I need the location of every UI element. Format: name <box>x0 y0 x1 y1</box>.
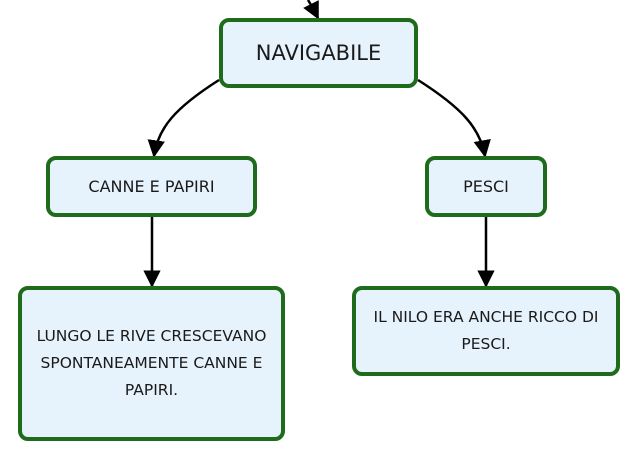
edge-navigabile-to-canne <box>147 78 220 158</box>
node-nilo-ricco-di-pesci-label: IL NILO ERA ANCHE RICCO DI PESCI. <box>373 308 599 353</box>
node-pesci[interactable]: PESCI <box>425 156 547 217</box>
node-lungo-le-rive-label: LUNGO LE RIVE CRESCEVANO SPONTANEAMENTE … <box>36 327 267 399</box>
node-navigabile-label: NAVIGABILE <box>255 41 382 65</box>
edge-navigabile-to-pesci <box>417 78 491 158</box>
node-nilo-ricco-di-pesci[interactable]: IL NILO ERA ANCHE RICCO DI PESCI. <box>352 286 620 376</box>
edge-above-to-navigabile <box>303 0 320 20</box>
node-lungo-le-rive[interactable]: LUNGO LE RIVE CRESCEVANO SPONTANEAMENTE … <box>18 286 285 441</box>
node-canne-e-papiri[interactable]: CANNE E PAPIRI <box>46 156 257 217</box>
node-canne-e-papiri-label: CANNE E PAPIRI <box>88 177 215 196</box>
node-pesci-label: PESCI <box>463 177 509 196</box>
node-navigabile[interactable]: NAVIGABILE <box>219 18 418 88</box>
